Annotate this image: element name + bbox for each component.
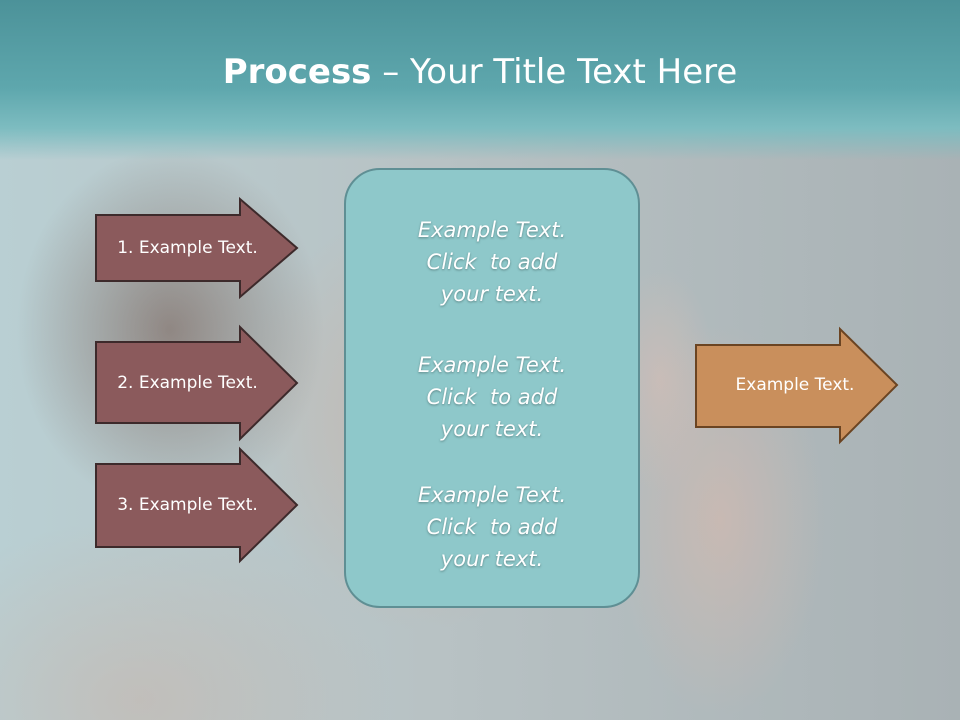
result-arrow[interactable]: Example Text.: [695, 326, 899, 445]
center-text-line: your text.: [440, 547, 544, 571]
arrow-label: 3. Example Text.: [117, 495, 258, 515]
arrow-label: 2. Example Text.: [117, 373, 258, 393]
center-text-line: Example Text.: [417, 353, 567, 377]
arrow-shape: [95, 324, 299, 442]
center-text-line: your text.: [440, 417, 544, 441]
center-text-line: your text.: [440, 282, 544, 306]
center-text-line: Example Text.: [417, 483, 567, 507]
center-text-line: Click to add: [426, 515, 558, 539]
center-text-line: Click to add: [426, 250, 558, 274]
slide-title[interactable]: Process – Your Title Text Here: [0, 52, 960, 92]
title-bold: Process: [222, 52, 372, 92]
arrow-label: Example Text.: [735, 375, 855, 395]
process-arrow-1[interactable]: 1. Example Text.: [95, 196, 299, 300]
center-text-item-3[interactable]: Example Text. Click to add your text.: [346, 479, 638, 575]
arrow-shape: [95, 446, 299, 564]
center-text-item-2[interactable]: Example Text. Click to add your text.: [346, 349, 638, 445]
process-arrow-3[interactable]: 3. Example Text.: [95, 446, 299, 564]
process-arrow-2[interactable]: 2. Example Text.: [95, 324, 299, 442]
title-rest: – Your Title Text Here: [371, 52, 738, 92]
center-text-line: Click to add: [426, 385, 558, 409]
center-text-item-1[interactable]: Example Text. Click to add your text.: [346, 214, 638, 310]
title-banner: [0, 0, 960, 160]
arrow-label: 1. Example Text.: [117, 238, 258, 258]
center-text-line: Example Text.: [417, 218, 567, 242]
center-text-box[interactable]: Example Text. Click to add your text. Ex…: [344, 168, 640, 608]
arrow-shape: [95, 196, 299, 300]
arrow-shape: [695, 326, 899, 445]
